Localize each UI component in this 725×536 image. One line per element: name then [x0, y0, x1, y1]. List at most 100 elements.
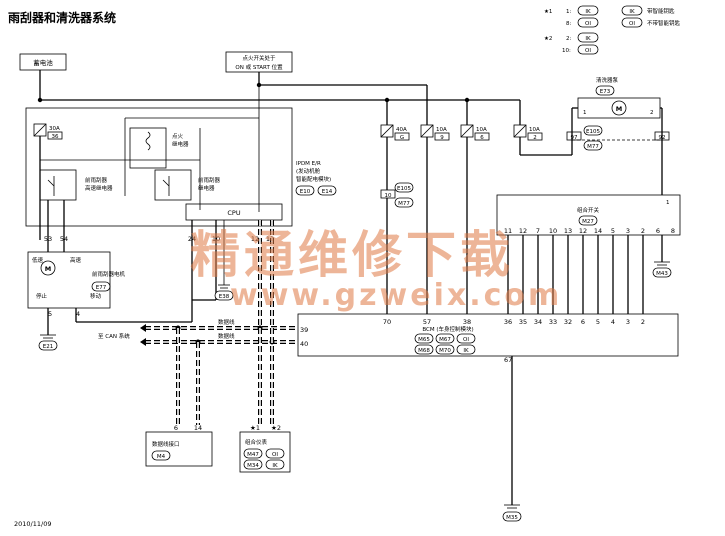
relay-high-1: 前雨刮器: [85, 176, 108, 184]
ipdm-label-1: IPDM E/R: [296, 161, 321, 167]
bcm-label: BCM (车身控制模块): [422, 325, 473, 333]
washer-c1: E105: [586, 129, 600, 135]
legend-pin-2: 2:: [566, 36, 571, 42]
motor-low: 低速: [32, 256, 44, 264]
ignition-line1: 点火开关处于: [242, 54, 276, 62]
ground-m43: M43: [656, 271, 668, 277]
can-label: 至 CAN 系统: [98, 332, 130, 340]
motor-pin5: 5: [48, 310, 52, 318]
washer-p92: 92: [659, 135, 666, 141]
motor-pin4: 4: [76, 310, 80, 318]
dlc-box: [145, 431, 213, 467]
dlc-pin14: 14: [194, 424, 202, 432]
bcm-pin: 34: [534, 318, 542, 326]
washer-pin2: 2: [650, 110, 654, 116]
dlc-name: 数据线接口: [152, 440, 180, 448]
ipdm-label-2: (发动机舱: [296, 167, 321, 175]
dlc-pin6: 6: [174, 424, 178, 432]
fuse-10a-2: 10A 2: [513, 124, 543, 141]
combo-pin: 5: [611, 227, 615, 235]
bcm-pin-67: 67: [504, 356, 512, 364]
svg-text:OI: OI: [463, 337, 469, 343]
svg-text:30A: 30A: [49, 126, 60, 132]
bcm-pin-40: 40: [300, 340, 308, 348]
svg-text:IK: IK: [272, 463, 278, 469]
fuse-10a-6: 10A 6: [460, 124, 490, 141]
legend-pin-10: 10:: [562, 48, 571, 54]
bcm-pin-39: 39: [300, 326, 308, 334]
washer-name: 清洗器泵: [596, 76, 619, 84]
bcm-pin-57: 57: [423, 318, 431, 326]
bcm-pin: 33: [549, 318, 557, 326]
svg-text:10A: 10A: [436, 127, 447, 133]
legend-code-oi-3: OI: [585, 48, 591, 54]
combo-switch-box: [496, 194, 681, 236]
svg-text:M70: M70: [439, 348, 451, 354]
battery-label: 蓄电池: [33, 58, 53, 67]
washer-p97: 97: [571, 135, 578, 141]
legend: ★1 1: IK 1: IK 带智能钥匙 8: OI OI 不带智能钥匙 ★2 …: [544, 5, 681, 55]
joint-conn-2: M77: [398, 201, 410, 207]
combo-pin: 3: [626, 227, 630, 235]
relay-ign-2: 继电器: [172, 140, 189, 148]
legend-code-ik: IK: [629, 9, 635, 15]
svg-text:M65: M65: [418, 337, 430, 343]
washer-pin1: 1: [583, 110, 587, 116]
cpu-box: [185, 203, 283, 221]
legend-code: IK: [585, 9, 591, 15]
ipdm-conn-1: E10: [300, 189, 311, 195]
ground-e21: E21: [43, 344, 53, 350]
svg-text:10A: 10A: [529, 127, 540, 133]
bcm-pin: 2: [641, 318, 645, 326]
relay-low-1: 前雨刮器: [198, 176, 221, 184]
bcm-pin: 32: [564, 318, 572, 326]
legend-code-oi-2: OI: [629, 21, 635, 27]
legend-oval: [577, 5, 599, 16]
svg-text:6: 6: [480, 135, 484, 141]
meter-name: 组合仪表: [245, 438, 268, 446]
fuse-40a: 40A G: [380, 124, 410, 141]
combo-pin: 7: [536, 227, 540, 235]
svg-text:IK: IK: [463, 348, 469, 354]
combo-pin: 11: [504, 227, 512, 235]
combo-pin: 12: [519, 227, 527, 235]
legend-code-oi: OI: [585, 21, 591, 27]
battery-box: [19, 53, 67, 71]
joint-conn-1: E105: [397, 186, 411, 192]
combo-pin: 14: [594, 227, 602, 235]
combo-pin: 6: [656, 227, 660, 235]
meter-pin1: ★1: [250, 424, 260, 432]
combo-pin: 2: [641, 227, 645, 235]
washer-conn: E73: [600, 89, 611, 95]
svg-text:M68: M68: [418, 348, 430, 354]
legend-marker-1: ★1: [544, 9, 552, 15]
ipdm-conn-2: E14: [322, 189, 333, 195]
svg-text:2: 2: [533, 135, 537, 141]
combo-pin: 10: [549, 227, 557, 235]
bcm-box: [297, 313, 679, 357]
legend-desc-1: 带智能钥匙: [647, 7, 675, 15]
combo-pin-top: 1: [666, 200, 670, 206]
motor-move: 移动: [90, 292, 102, 300]
combo-switch-conn: M27: [582, 219, 594, 225]
washer-c2: M77: [587, 144, 599, 150]
wiper-motor-box: [27, 251, 111, 309]
relay-ign-1: 点火: [172, 133, 184, 140]
ignition-relay-box: [129, 127, 167, 169]
bcm-pin-70: 70: [383, 318, 391, 326]
svg-text:M: M: [45, 265, 51, 273]
combo-switch-name: 组合开关: [577, 206, 600, 214]
legend-marker-2: ★2: [544, 36, 552, 42]
diagram-title: 雨刮器和清洗器系统: [8, 10, 116, 25]
ground-m35: M35: [506, 515, 518, 521]
svg-text:40A: 40A: [396, 127, 407, 133]
meter-pin2: ★2: [271, 424, 281, 432]
fuse-10a-9: 10A 9: [420, 124, 450, 141]
fuse-30a: 30A 36: [33, 123, 63, 140]
bcm-pin: 36: [504, 318, 512, 326]
svg-text:M67: M67: [439, 337, 451, 343]
svg-text:M47: M47: [247, 452, 259, 458]
svg-text:OI: OI: [272, 452, 278, 458]
